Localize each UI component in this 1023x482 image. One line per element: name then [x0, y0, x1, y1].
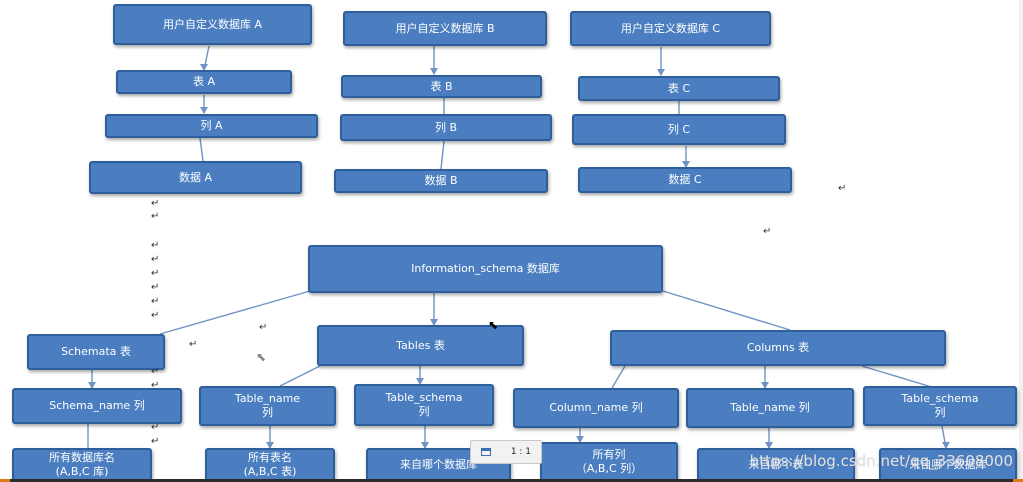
paragraph-mark: ↵: [151, 422, 160, 433]
connector-info-columns: [662, 290, 791, 331]
node-table-a: 表 A: [116, 70, 292, 94]
mouse-cursor-icon: ⬉: [488, 318, 499, 332]
paragraph-mark: ↵: [259, 322, 268, 333]
node-table-name-column-2: Table_name 列: [686, 388, 854, 428]
node-udb-c: 用户自定义数据库 C: [570, 11, 771, 46]
zoom-control[interactable]: 1 : 1: [470, 440, 542, 464]
bottom-bar: [0, 479, 1023, 482]
node-columns-table: Columns 表: [610, 330, 946, 366]
node-data-b: 数据 B: [334, 169, 548, 193]
connector-columns-column-name: [611, 365, 626, 389]
node-table-b: 表 B: [341, 75, 542, 98]
node-tables-table: Tables 表: [317, 325, 524, 366]
paragraph-mark: ↵: [151, 310, 160, 321]
node-data-c: 数据 C: [578, 167, 792, 193]
node-udb-b: 用户自定义数据库 B: [343, 11, 547, 46]
corner-marker: [0, 479, 10, 482]
node-data-a: 数据 A: [89, 161, 302, 194]
paragraph-mark: ↵: [151, 282, 160, 293]
paragraph-mark: ↵: [189, 339, 198, 350]
paragraph-mark: ↵: [151, 211, 160, 222]
connector-col-b-data-b: [440, 140, 445, 170]
paragraph-mark: ↵: [838, 183, 847, 194]
paragraph-mark: ↵: [151, 296, 160, 307]
node-table-schema-column-2: Table_schema 列: [863, 386, 1017, 426]
node-column-name-column: Column_name 列: [513, 388, 679, 428]
paragraph-mark: ↵: [151, 436, 160, 447]
paragraph-mark: ↵: [151, 366, 160, 377]
connector-info-schemata: [159, 290, 311, 335]
paragraph-mark: ↵: [151, 268, 160, 279]
paragraph-mark: ↵: [763, 226, 772, 237]
node-all-columns: 所有列 （A,B,C 列）: [540, 442, 678, 482]
connector-col-a-data-a: [199, 137, 204, 162]
node-schemata-table: Schemata 表: [27, 334, 165, 370]
node-table-c: 表 C: [578, 76, 780, 101]
connector-columns-table-schema: [861, 365, 936, 389]
node-information-schema: Information_schema 数据库: [308, 245, 663, 293]
node-udb-a: 用户自定义数据库 A: [113, 4, 312, 45]
watermark: https://blog.csdn.net/qq_33608000: [749, 452, 1013, 470]
paragraph-mark: ↵: [151, 240, 160, 251]
window-edge: [1019, 0, 1023, 482]
paragraph-mark: ↵: [151, 254, 160, 265]
node-all-database-names: 所有数据库名 (A,B,C 库): [12, 448, 152, 482]
node-col-b: 列 B: [340, 114, 552, 141]
node-col-c: 列 C: [572, 114, 786, 145]
paragraph-mark: ↵: [151, 380, 160, 391]
node-all-table-names: 所有表名 (A,B,C 表): [205, 448, 335, 482]
paragraph-mark: ↵: [151, 198, 160, 209]
node-table-name-column-1: Table_name 列: [199, 386, 336, 426]
corner-marker: [1013, 479, 1023, 482]
mouse-cursor-icon: ⬉: [256, 350, 267, 364]
connector-tables-table-name: [279, 365, 321, 387]
zoom-level: 1 : 1: [510, 447, 532, 457]
node-col-a: 列 A: [105, 114, 318, 138]
window-icon: [480, 448, 491, 456]
node-table-schema-column-1: Table_schema 列: [354, 384, 494, 426]
node-schema-name-column: Schema_name 列: [12, 388, 182, 424]
